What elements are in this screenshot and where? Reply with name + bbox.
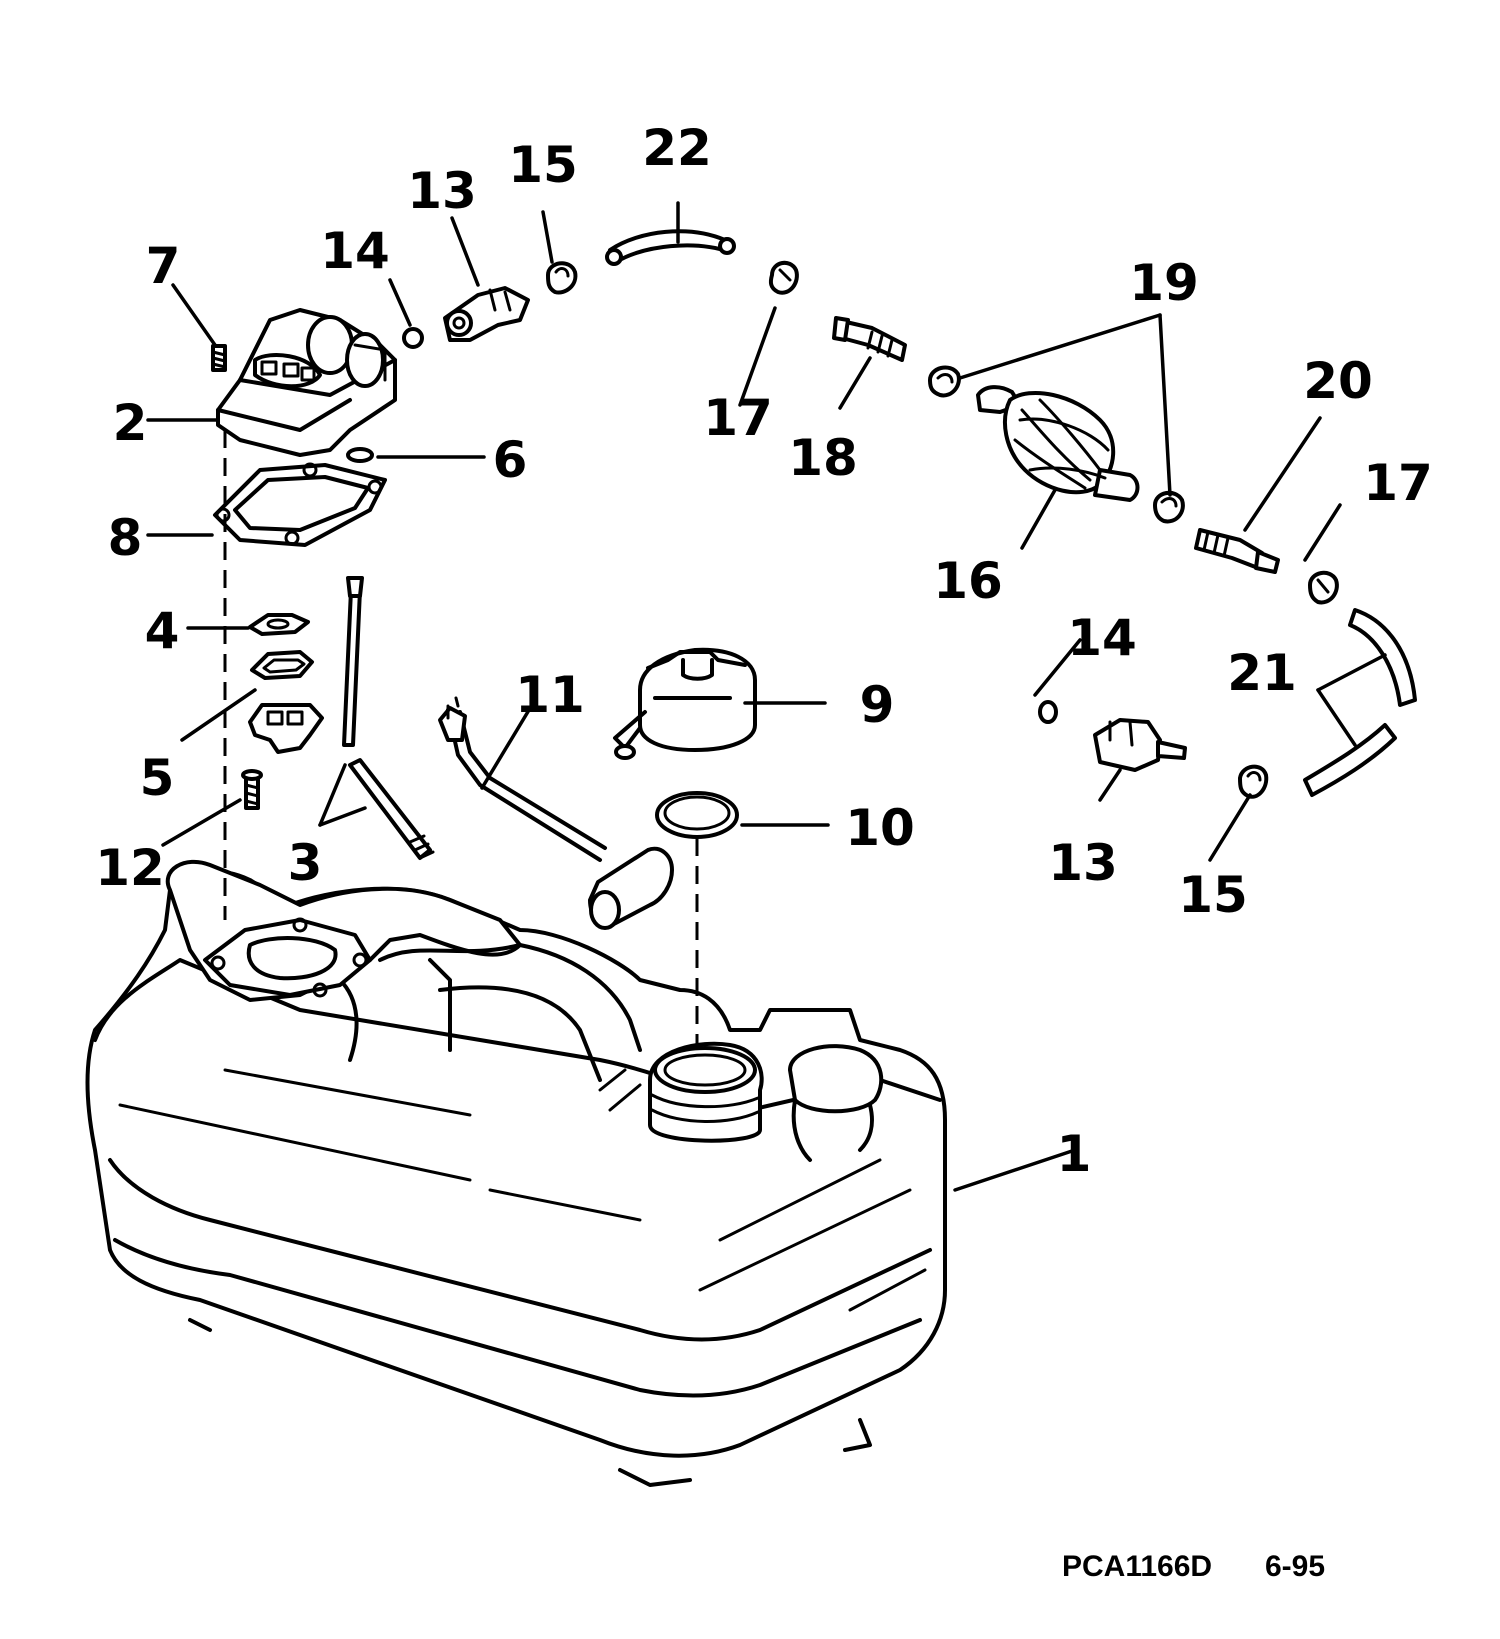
callout-22: 22 (642, 119, 712, 177)
primer-bulb-16 (976, 385, 1140, 502)
connector-13-lower (1093, 718, 1187, 772)
callout-16: 16 (933, 552, 1003, 610)
callout-3: 3 (288, 834, 323, 892)
callout-15-upper: 15 (508, 136, 578, 194)
clamp-17-upper (768, 260, 799, 295)
pickup-tube-3 (342, 576, 435, 860)
leader-lines (146, 201, 1387, 1192)
callout-21: 21 (1227, 644, 1297, 702)
clamp-15-upper (546, 261, 578, 295)
fuel-tank (85, 859, 947, 1487)
clamp-15-lower (1238, 764, 1269, 799)
gasket-8 (213, 462, 387, 547)
callout-13-upper: 13 (407, 162, 477, 220)
callout-9: 9 (860, 676, 895, 734)
callout-7: 7 (146, 237, 181, 295)
hose-22 (608, 229, 732, 264)
o-ring-6 (346, 447, 374, 463)
callout-17-right: 17 (1363, 454, 1433, 512)
diagram-code: PCA1166D (1062, 1550, 1212, 1583)
clamp-17-right (1308, 570, 1339, 605)
callout-18: 18 (788, 429, 858, 487)
gasket-5 (250, 650, 314, 680)
hose-22-end-b (718, 237, 736, 255)
hose-22-end-a (605, 248, 623, 266)
float-arm-11 (438, 696, 674, 930)
fuel-cap-9 (613, 647, 757, 760)
check-ball-14-lower (1038, 700, 1058, 724)
callout-19: 19 (1129, 254, 1199, 312)
callout-17-upper: 17 (703, 389, 773, 447)
callout-11: 11 (515, 666, 585, 724)
sender-plate (248, 703, 324, 754)
cap-gasket-10 (655, 791, 739, 839)
callout-numbers: 1 2 3 4 5 6 7 8 9 10 11 12 13 13 14 14 1… (95, 119, 1433, 1183)
gasket-4 (248, 613, 310, 636)
callout-15-lower: 15 (1178, 866, 1248, 924)
clamp-19-b (1153, 490, 1185, 524)
callout-2: 2 (113, 394, 148, 452)
callout-5: 5 (140, 749, 175, 807)
callout-12: 12 (95, 839, 165, 897)
callout-4: 4 (145, 602, 180, 660)
diagram-date: 6-95 (1265, 1550, 1325, 1583)
callout-10: 10 (845, 799, 915, 857)
connector-13-upper (443, 286, 530, 342)
callout-14-upper: 14 (320, 222, 390, 280)
fitting-18 (832, 316, 907, 362)
clamp-19-a (928, 365, 961, 398)
fuel-gauge-housing (216, 308, 397, 457)
callout-8: 8 (108, 509, 143, 567)
screw-12 (241, 769, 263, 810)
screw-7 (211, 344, 227, 372)
callout-6: 6 (493, 431, 528, 489)
check-ball-14-upper (402, 327, 424, 349)
callout-13-lower: 13 (1048, 834, 1118, 892)
callout-14-lower: 14 (1067, 609, 1137, 667)
callout-1: 1 (1057, 1125, 1092, 1183)
hose-21-lower (1303, 723, 1397, 797)
hose-21-upper (1348, 608, 1417, 707)
callout-20: 20 (1303, 352, 1373, 410)
fitting-20 (1194, 528, 1280, 574)
